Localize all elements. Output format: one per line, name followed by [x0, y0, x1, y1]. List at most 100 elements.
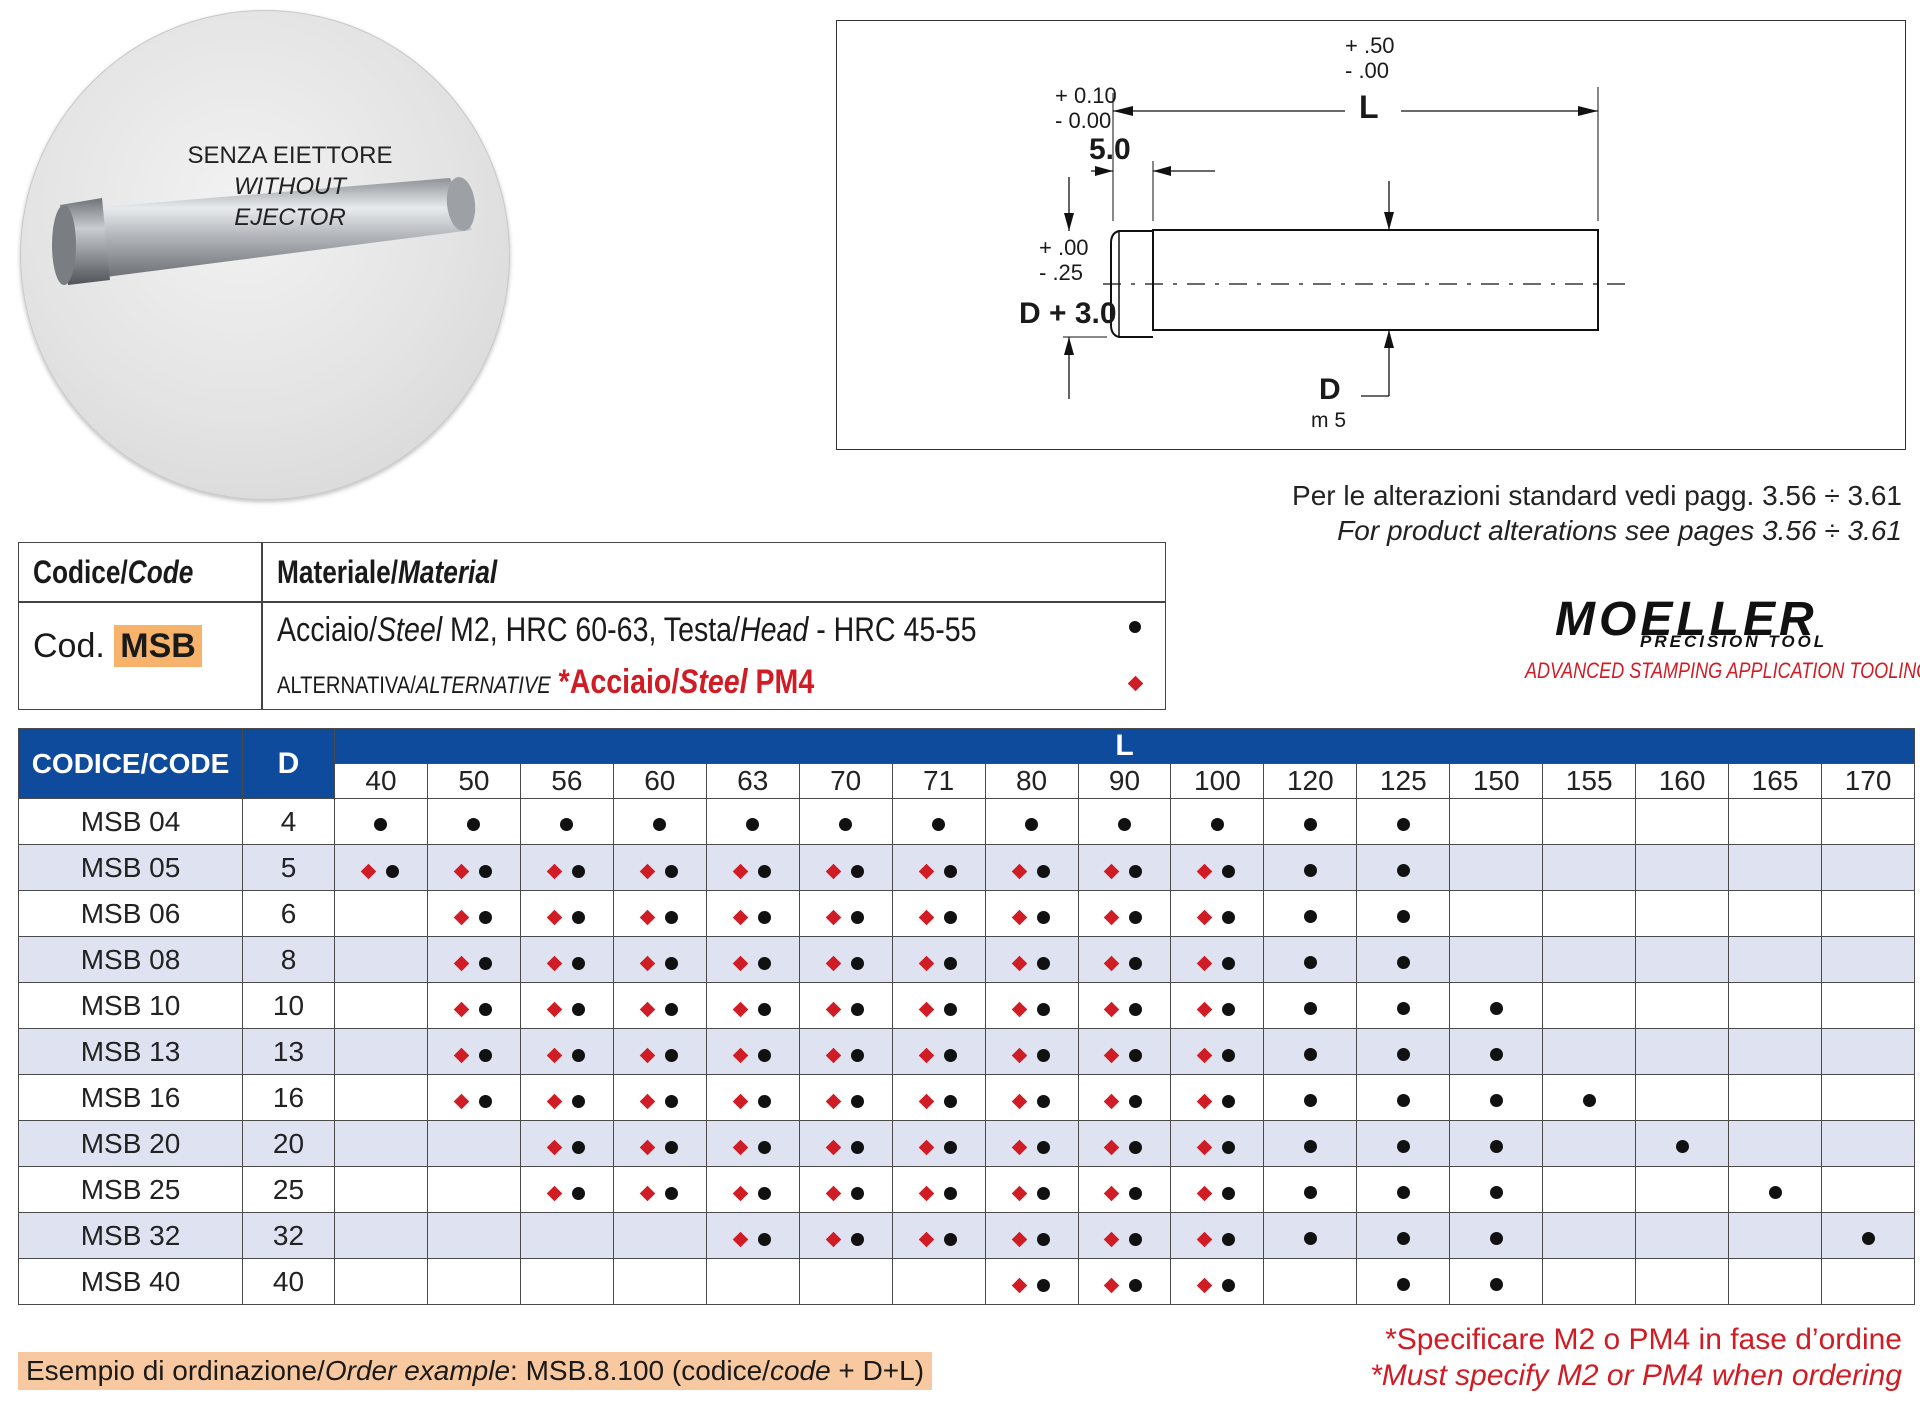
availability-cell — [519, 844, 614, 891]
head-tol-plus: + 0.10 — [1055, 83, 1117, 108]
availability-symbols — [1197, 1139, 1236, 1155]
availability-symbols — [453, 1093, 492, 1109]
material-pm4: ALTERNATIVA/ALTERNATIVE *Acciaio/Steel P… — [277, 663, 814, 702]
availability-cell — [1728, 798, 1822, 845]
availability-cell — [984, 844, 1079, 891]
text: ALTERNATIVA/ — [277, 672, 416, 699]
text: Steel — [377, 611, 443, 649]
pm4-diamond-icon — [918, 1139, 934, 1155]
availability-cell — [1449, 1028, 1544, 1075]
pm4-diamond-icon — [1197, 955, 1213, 971]
row-diameter: 20 — [242, 1120, 335, 1167]
availability-symbols — [639, 1093, 678, 1109]
availability-cell — [612, 798, 707, 845]
availability-cell — [1170, 1166, 1265, 1213]
availability-cell — [1728, 1166, 1822, 1213]
availability-cell — [1542, 798, 1637, 845]
availability-symbols — [453, 1047, 492, 1063]
availability-cell — [519, 1028, 614, 1075]
m2-dot-icon — [757, 1002, 771, 1016]
length-header: 50 — [426, 763, 521, 799]
m2-dot-icon — [943, 1186, 957, 1200]
pm4-diamond-icon — [918, 1047, 934, 1063]
availability-symbols — [1197, 1185, 1236, 1201]
availability-cell — [984, 798, 1079, 845]
length-header: 80 — [984, 763, 1079, 799]
availability-cell — [1820, 1120, 1916, 1167]
m2-dot-icon — [478, 864, 492, 878]
availability-cell — [1356, 844, 1451, 891]
availability-cell — [1263, 1212, 1358, 1259]
availability-cell — [1542, 890, 1637, 937]
availability-symbols — [1104, 1047, 1143, 1063]
m2-dot-icon — [664, 1094, 678, 1108]
m2-dot-icon — [1025, 817, 1039, 831]
pm4-diamond-icon — [825, 1185, 841, 1201]
L-tol-minus: - .00 — [1345, 58, 1390, 83]
m2-dot-icon — [1303, 1001, 1317, 1015]
availability-cell — [705, 1166, 800, 1213]
availability-symbols — [1104, 909, 1143, 925]
availability-symbols — [1197, 909, 1236, 925]
availability-cell — [984, 1212, 1079, 1259]
availability-symbols — [918, 955, 957, 971]
availability-cell — [1077, 936, 1172, 983]
availability-cell — [705, 1258, 800, 1305]
availability-cell — [1542, 1074, 1637, 1121]
availability-cell — [1820, 1212, 1916, 1259]
availability-cell — [519, 798, 614, 845]
m2-dot-icon — [1129, 1002, 1143, 1016]
availability-cell — [612, 1120, 707, 1167]
availability-symbols — [639, 955, 678, 971]
m2-dot-icon — [571, 1140, 585, 1154]
availability-cell — [1449, 1166, 1544, 1213]
availability-cell — [984, 1258, 1079, 1305]
availability-symbols — [1011, 1001, 1050, 1017]
availability-cell — [426, 1212, 521, 1259]
availability-cell — [1728, 890, 1822, 937]
availability-cell — [891, 844, 986, 891]
availability-cell — [1542, 1258, 1637, 1305]
availability-cell — [891, 1028, 986, 1075]
m2-dot-icon — [1036, 1278, 1050, 1292]
pm4-diamond-icon — [1011, 909, 1027, 925]
availability-cell — [426, 1028, 521, 1075]
availability-cell — [612, 844, 707, 891]
availability-cell — [1356, 798, 1451, 845]
m2-dot-icon — [1489, 1185, 1503, 1199]
text: code — [769, 1355, 831, 1386]
availability-cell — [1728, 1212, 1822, 1259]
availability-cell — [891, 798, 986, 845]
m2-dot-icon — [1036, 1048, 1050, 1062]
availability-symbols — [918, 1185, 957, 1201]
availability-symbols — [1396, 863, 1410, 877]
pm4-diamond-icon — [639, 863, 656, 879]
m2-dot-icon — [571, 910, 585, 924]
m2-dot-icon — [1036, 1002, 1050, 1016]
row-code: MSB 06 — [18, 890, 243, 937]
m2-dot-icon — [478, 1002, 492, 1016]
availability-symbols — [546, 1139, 585, 1155]
alterations-it: Per le alterazioni standard vedi pagg. 3… — [1292, 480, 1902, 511]
availability-symbols — [825, 1047, 864, 1063]
availability-symbols — [1011, 1139, 1050, 1155]
availability-cell — [1728, 1120, 1822, 1167]
pm4-diamond-icon — [1104, 1231, 1120, 1247]
availability-symbols — [918, 1093, 957, 1109]
availability-cell — [705, 890, 800, 937]
m2-dot-icon — [571, 1094, 585, 1108]
availability-cell — [334, 890, 428, 937]
availability-symbols — [1396, 1139, 1410, 1153]
availability-cell — [891, 1258, 986, 1305]
m2-dot-icon — [1303, 955, 1317, 969]
m2-dot-icon — [757, 1140, 771, 1154]
availability-cell — [426, 844, 521, 891]
availability-symbols — [825, 1231, 864, 1247]
availability-symbols — [1011, 1093, 1050, 1109]
row-diameter: 25 — [242, 1166, 335, 1213]
availability-symbols — [825, 1093, 864, 1109]
alterations-en: For product alterations see pages 3.56 ÷… — [1337, 515, 1902, 546]
code-cell: Cod. MSB — [33, 625, 202, 667]
